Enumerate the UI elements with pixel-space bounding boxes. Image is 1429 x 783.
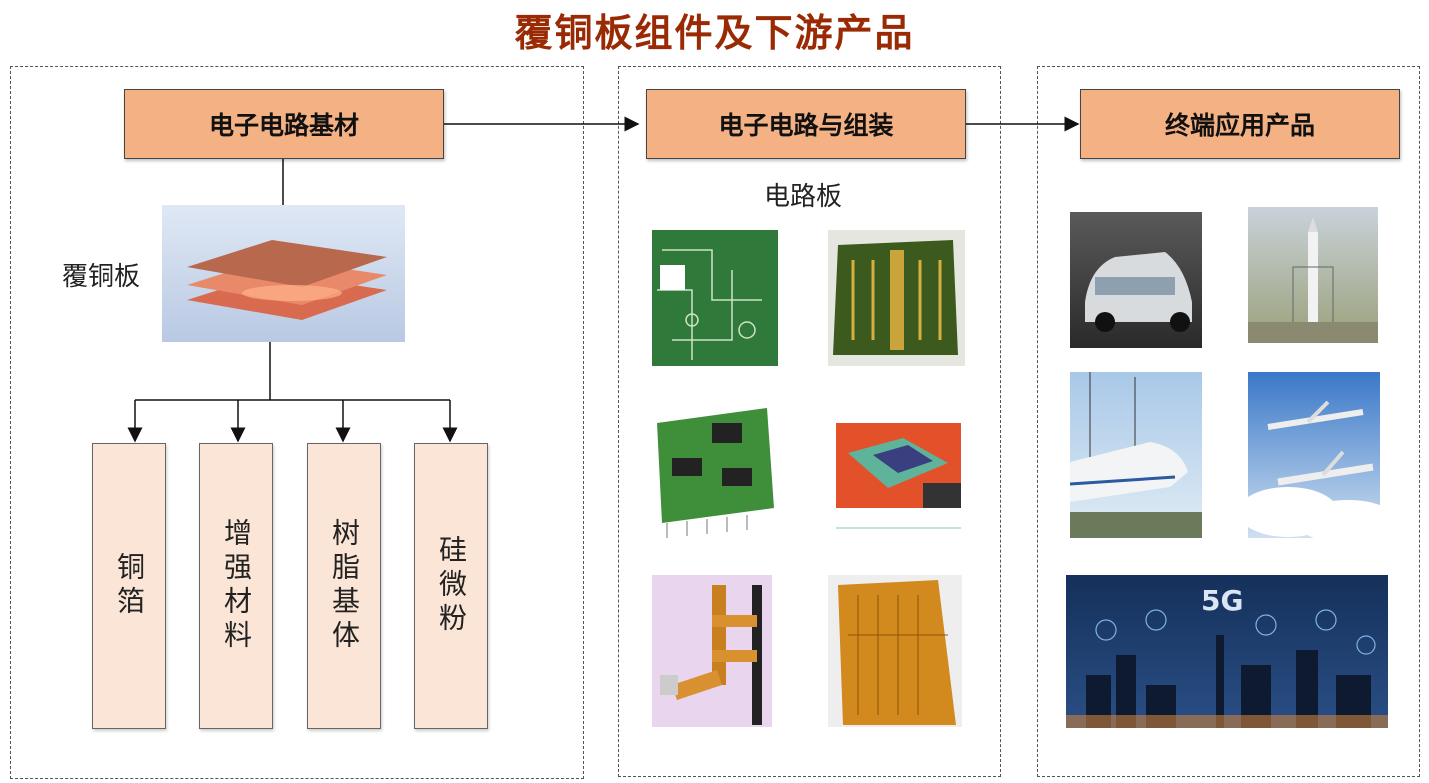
ccl-image	[162, 205, 405, 342]
package-interposer-image	[828, 403, 965, 540]
airplane-image	[1248, 372, 1380, 538]
diagram-title: 覆铜板组件及下游产品	[514, 10, 915, 55]
high-speed-train-image	[1070, 372, 1202, 538]
header-terminal: 终端应用产品	[1080, 89, 1400, 159]
5g-city-image: 5G	[1066, 575, 1388, 728]
ccl-label: 覆铜板	[62, 262, 141, 292]
header-circuit: 电子电路与组装	[646, 89, 966, 159]
panel-circuit	[618, 66, 1001, 777]
green-pcb-image	[652, 230, 778, 366]
component-silica: 硅微粉	[414, 443, 488, 729]
car-image	[1070, 212, 1202, 348]
component-copper-foil: 铜箔	[92, 443, 166, 729]
component-reinforcement: 增强材料	[199, 443, 273, 729]
assembled-pcb-module-image	[652, 403, 778, 540]
panel-substrate	[10, 66, 584, 779]
flex-circuit-image	[828, 575, 962, 727]
component-resin: 树脂基体	[307, 443, 381, 729]
pcb-label: 电路板	[764, 182, 843, 212]
gold-pcb-image	[828, 230, 965, 366]
rocket-launch-image	[1248, 207, 1378, 343]
flex-pcb-image	[652, 575, 772, 727]
svg-text:5G: 5G	[1201, 584, 1243, 617]
panel-terminal	[1037, 66, 1420, 777]
header-substrate: 电子电路基材	[124, 89, 444, 159]
